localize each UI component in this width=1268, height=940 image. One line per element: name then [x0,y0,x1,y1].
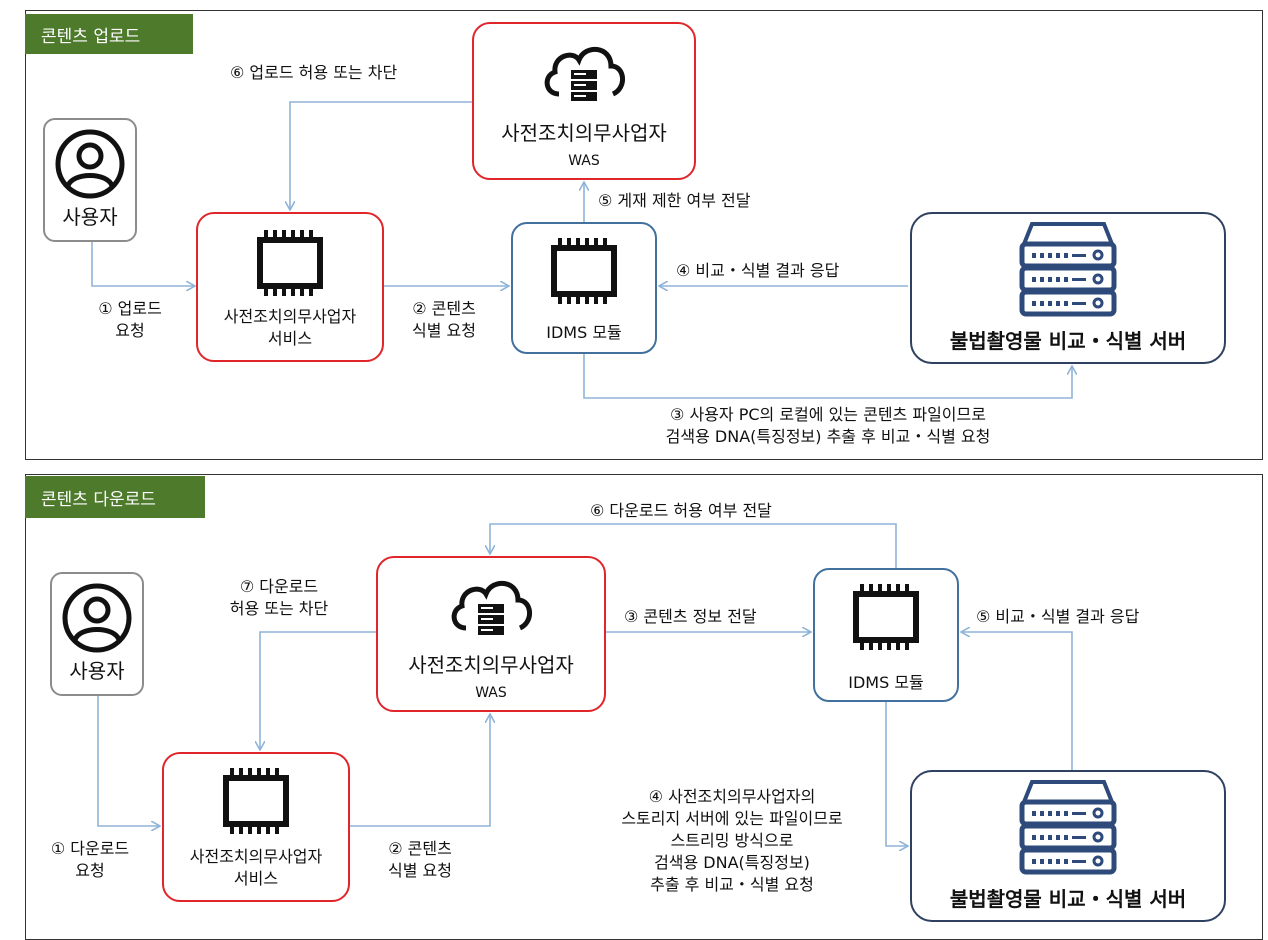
arrow-download-step1 [97,696,159,826]
arrow-download-step2 [350,715,490,827]
download-idms-box: IDMS 모듈 [813,568,959,702]
download-server-box: 불법촬영물 비교・식별 서버 [910,770,1226,922]
download-title: 콘텐츠 다운로드 [25,476,205,518]
arrow-download-step6 [490,523,897,568]
idms-label: IDMS 모듈 [546,323,622,342]
upload-title: 콘텐츠 업로드 [25,14,193,54]
cloud-server-icon [451,581,532,635]
was-name: 사전조치의무사업자 [408,653,574,677]
user-icon [62,583,132,653]
upload-idms-box: IDMS 모듈 [511,222,657,354]
arrow-upload-step3 [583,354,1072,399]
download-step4: ④ 사전조치의무사업자의 스토리지 서버에 있는 파일이므로 스트리밍 방식으로… [621,787,843,894]
service-label: 사전조치의무사업자 서비스 [189,847,323,888]
upload-step1: ① 업로드 요청 [98,299,162,340]
download-service-box: 사전조치의무사업자 서비스 [162,752,350,902]
arrow-download-step7 [260,631,376,749]
download-was-box: 사전조치의무사업자 WAS [376,556,606,712]
upload-server-box: 불법촬영물 비교・식별 서버 [910,212,1226,364]
was-name: 사전조치의무사업자 [501,121,667,145]
arrow-upload-step1 [91,242,194,286]
download-step2: ② 콘텐츠 식별 요청 [388,839,452,880]
user-icon [55,129,125,199]
chip-icon [223,768,289,834]
server-label: 불법촬영물 비교・식별 서버 [949,887,1187,911]
arrow-download-step5 [962,632,1073,770]
upload-step2: ② 콘텐츠 식별 요청 [412,299,476,340]
idms-label: IDMS 모듈 [848,673,924,692]
download-step3: ③ 콘텐츠 정보 전달 [624,607,757,626]
service-label: 사전조치의무사업자 서비스 [223,307,357,348]
download-step6: ⑥ 다운로드 허용 여부 전달 [590,501,772,520]
cloud-server-icon [544,47,625,101]
download-step1: ① 다운로드 요청 [50,839,130,880]
chip-icon [257,230,323,296]
upload-step3: ③ 사용자 PC의 로컬에 있는 콘텐츠 파일이므로 검색용 DNA(특징정보)… [665,405,991,446]
arrow-upload-step6 [290,101,472,209]
upload-user-box: 사용자 [43,118,137,242]
download-step5: ⑤ 비교・식별 결과 응답 [976,607,1140,626]
upload-step4: ④ 비교・식별 결과 응답 [676,261,840,280]
upload-step5: ⑤ 게재 제한 여부 전달 [598,191,751,210]
upload-service-box: 사전조치의무사업자 서비스 [196,212,384,362]
download-user-box: 사용자 [50,572,144,696]
user-label: 사용자 [62,205,118,229]
chip-icon [551,238,617,304]
chip-icon [853,584,919,650]
server-icon [1019,222,1117,317]
was-sub: WAS [475,685,507,701]
upload-was-box: 사전조치의무사업자 WAS [472,22,696,180]
download-step7: ⑦ 다운로드 허용 또는 차단 [229,577,329,618]
server-icon [1019,780,1117,875]
arrow-download-step4 [885,702,907,846]
upload-step6: ⑥ 업로드 허용 또는 차단 [230,63,398,82]
user-label: 사용자 [69,659,125,683]
was-sub: WAS [568,153,600,169]
server-label: 불법촬영물 비교・식별 서버 [949,329,1187,353]
